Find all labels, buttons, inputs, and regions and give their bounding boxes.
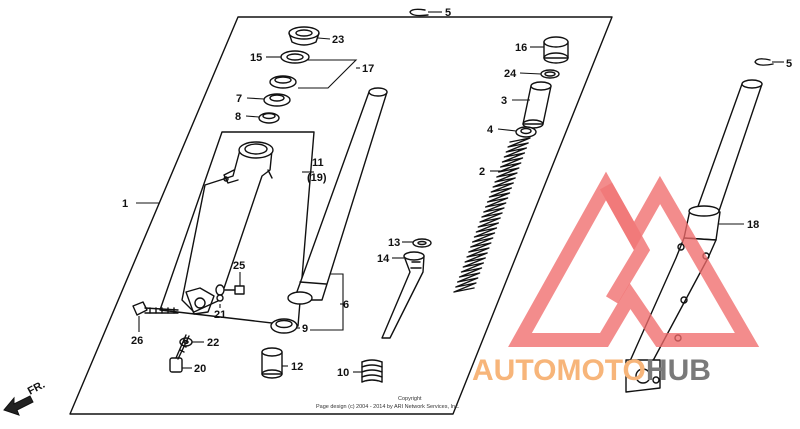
oil-seal-17	[269, 75, 297, 89]
bushing-8	[258, 112, 280, 124]
oil-lock-piece-12	[261, 347, 283, 379]
callout-26: 26	[131, 335, 143, 347]
washer-7	[263, 93, 291, 107]
leader-8	[245, 115, 260, 118]
callout-23: 23	[332, 34, 344, 46]
callout-14: 14	[377, 253, 390, 265]
fork-spring-2	[453, 137, 531, 293]
assembled-fork	[625, 79, 763, 393]
callout-5a: 5	[445, 7, 451, 19]
copyright-line1: Copyright	[398, 396, 422, 402]
bolt-26	[132, 301, 179, 316]
leader-24	[519, 72, 542, 75]
circlip-5a	[409, 8, 429, 17]
spacer-collar-3	[522, 81, 552, 129]
watermark-part2: HUB	[646, 354, 711, 387]
slider-group-frame	[159, 131, 315, 327]
callout-6: 6	[343, 299, 349, 311]
o-ring-24	[540, 69, 560, 79]
callout-22: 22	[207, 337, 219, 349]
callout-19: (19)	[307, 172, 327, 184]
callout-11: 11	[312, 157, 324, 169]
watermark-text: AUTOMOTOHUB	[472, 354, 711, 387]
callout-4: 4	[487, 124, 494, 136]
fork-slider-11	[181, 141, 274, 315]
callout-17: 17	[362, 63, 374, 75]
ring-15	[280, 50, 310, 64]
callout-8: 8	[235, 111, 241, 123]
assembly-frame	[69, 16, 613, 415]
callout-5b: 5	[786, 58, 792, 70]
dust-seal-23	[288, 26, 320, 46]
rebound-spring-10	[361, 359, 383, 383]
callout-18: 18	[747, 219, 759, 231]
callout-20: 20	[194, 363, 206, 375]
callout-15: 15	[250, 52, 262, 64]
callout-16: 16	[515, 42, 527, 54]
callout-2: 2	[479, 166, 485, 178]
spring-seat-4	[515, 126, 537, 138]
circlip-5b	[754, 58, 774, 66]
drain-bolt-20	[169, 334, 190, 373]
watermark-logo	[508, 171, 760, 347]
callout-9: 9	[302, 323, 308, 335]
front-direction-arrow: FR.	[3, 379, 47, 416]
damper-rod-14	[381, 251, 425, 339]
direction-label: FR.	[26, 379, 47, 398]
watermark-part1: AUTOMOTO	[472, 354, 646, 387]
callout-24: 24	[504, 68, 517, 80]
callout-13: 13	[388, 237, 400, 249]
callout-10: 10	[337, 367, 349, 379]
callout-1: 1	[122, 198, 128, 210]
callout-7: 7	[236, 93, 242, 105]
slide-bushing-9	[270, 318, 298, 334]
callout-25: 25	[233, 260, 245, 272]
bolt-25	[224, 285, 245, 295]
leader-7	[246, 97, 265, 100]
callout-12: 12	[291, 361, 303, 373]
callout-3: 3	[501, 95, 507, 107]
washer-21	[215, 284, 225, 302]
callout-21: 21	[214, 309, 226, 321]
bolt-cap-16	[543, 36, 569, 64]
bracket-17	[296, 59, 358, 89]
leader-4	[497, 128, 517, 132]
leader-23	[317, 37, 331, 40]
bracket-6	[310, 273, 344, 331]
piston-ring-13	[412, 238, 432, 248]
copyright-line2: Page design (c) 2004 - 2014 by ARI Netwo…	[316, 404, 460, 410]
fork-tube-6	[287, 87, 388, 305]
